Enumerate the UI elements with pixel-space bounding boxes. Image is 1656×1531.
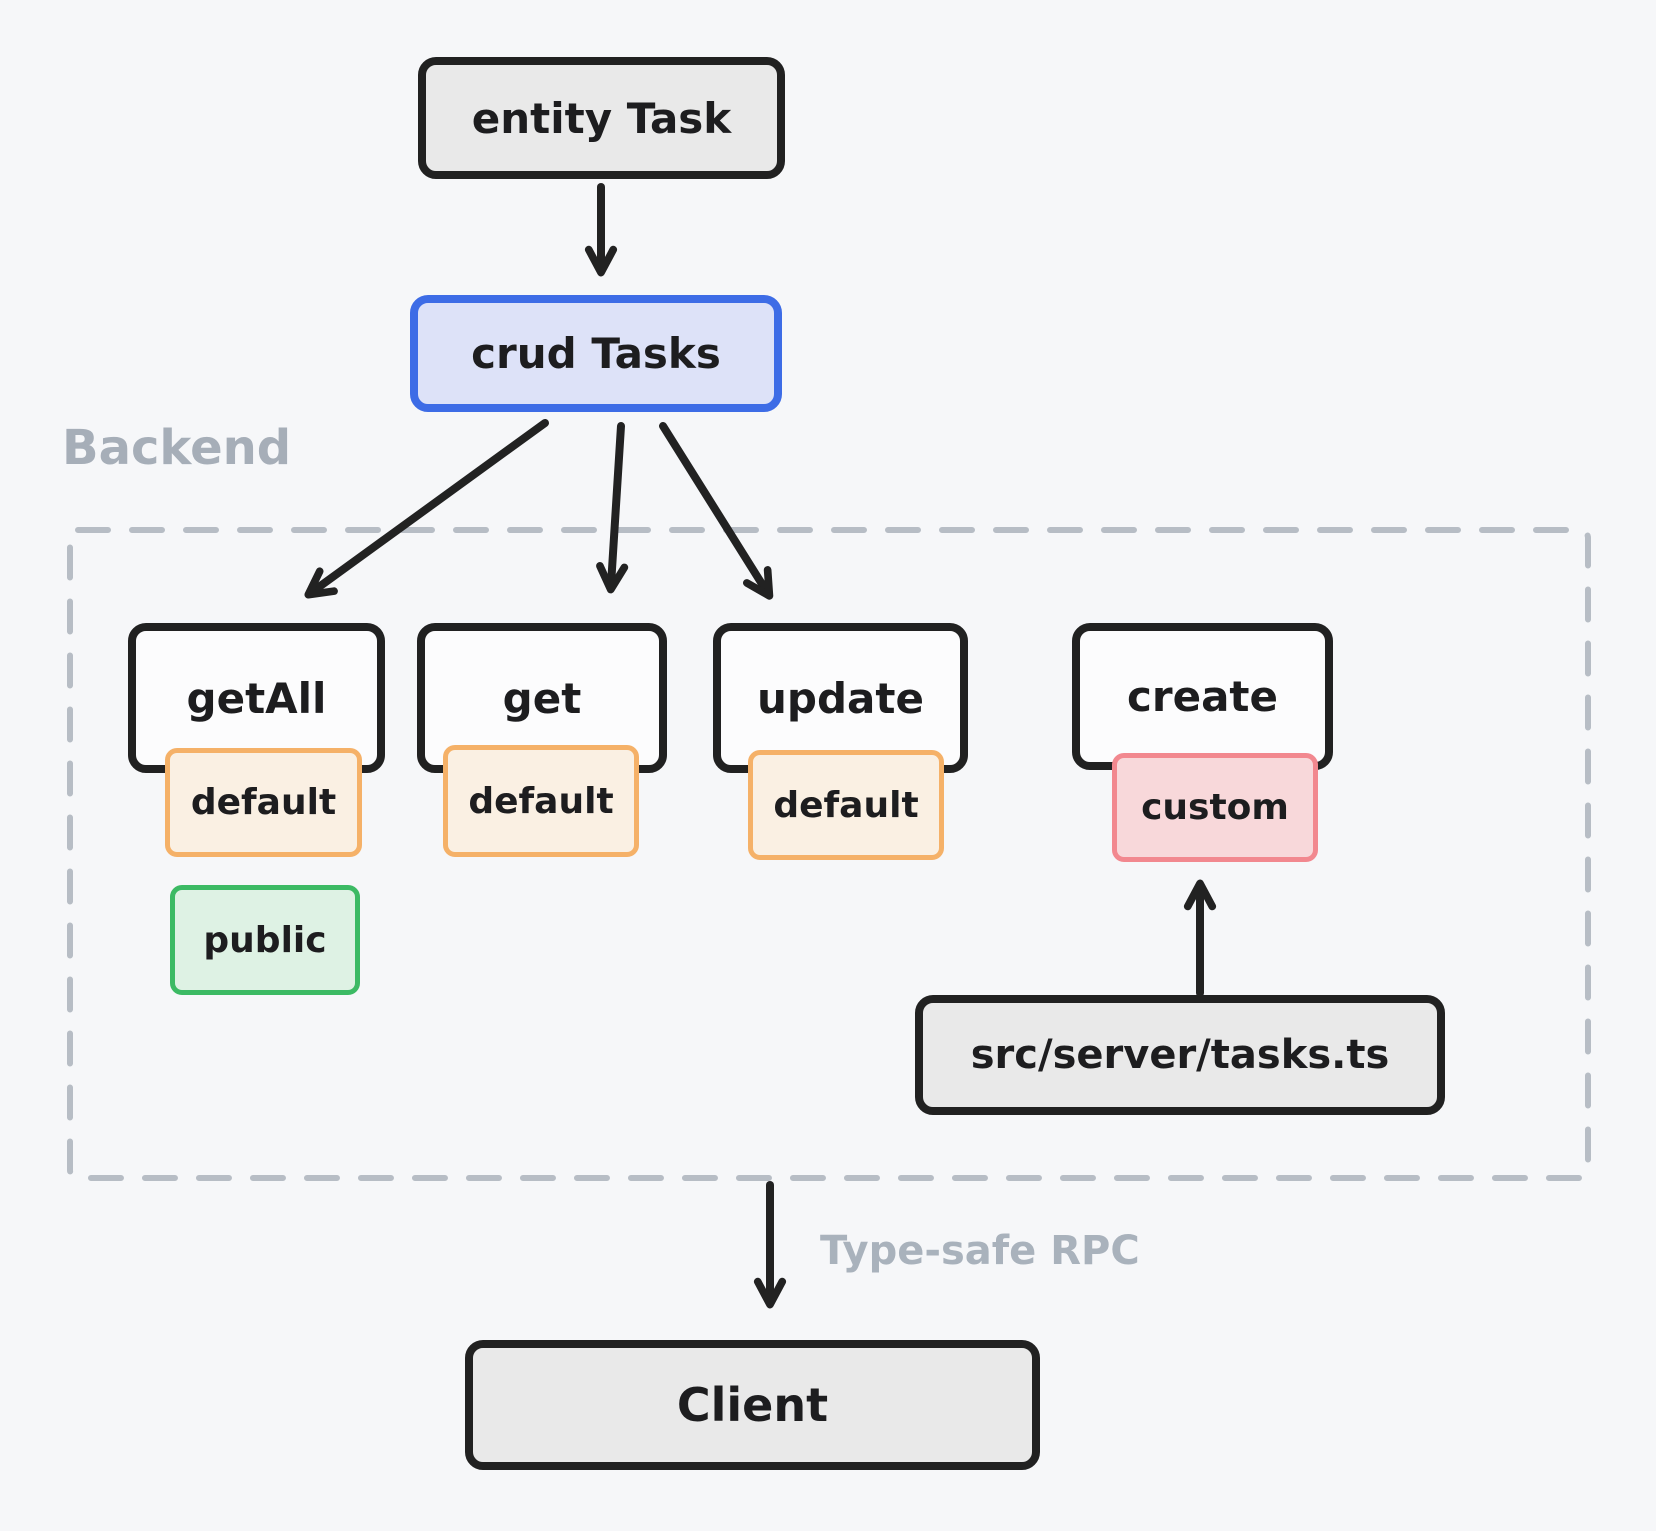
rpc-edge-label: Type-safe RPC [820, 1228, 1140, 1274]
client-node: Client [465, 1340, 1040, 1470]
entity-task-label: entity Task [471, 93, 732, 143]
getall-public-badge: public [170, 885, 360, 995]
create-label: create [1127, 672, 1278, 721]
create-node: create [1072, 623, 1333, 770]
crud-tasks-node: crud Tasks [410, 295, 782, 412]
crud-tasks-label: crud Tasks [471, 329, 721, 378]
update-default-badge: default [748, 750, 944, 860]
getall-public-label: public [203, 919, 327, 961]
client-label: Client [676, 1378, 829, 1432]
getall-default-badge: default [165, 748, 362, 857]
create-custom-label: custom [1141, 787, 1289, 828]
update-default-label: default [773, 784, 919, 826]
getall-default-label: default [190, 782, 337, 823]
tasks-file-label: src/server/tasks.ts [970, 1032, 1390, 1078]
get-default-badge: default [443, 745, 639, 857]
backend-section-label: Backend [62, 420, 292, 476]
arrow-crud-to-getall [304, 419, 549, 599]
get-default-label: default [468, 780, 614, 822]
entity-task-node: entity Task [418, 57, 785, 179]
arrow-crud-to-get [596, 422, 629, 594]
arrow-crud-to-update [659, 422, 774, 600]
create-custom-badge: custom [1112, 753, 1318, 862]
get-label: get [502, 673, 582, 723]
update-label: update [757, 673, 924, 723]
tasks-file-node: src/server/tasks.ts [915, 995, 1445, 1115]
getall-label: getAll [186, 673, 327, 723]
